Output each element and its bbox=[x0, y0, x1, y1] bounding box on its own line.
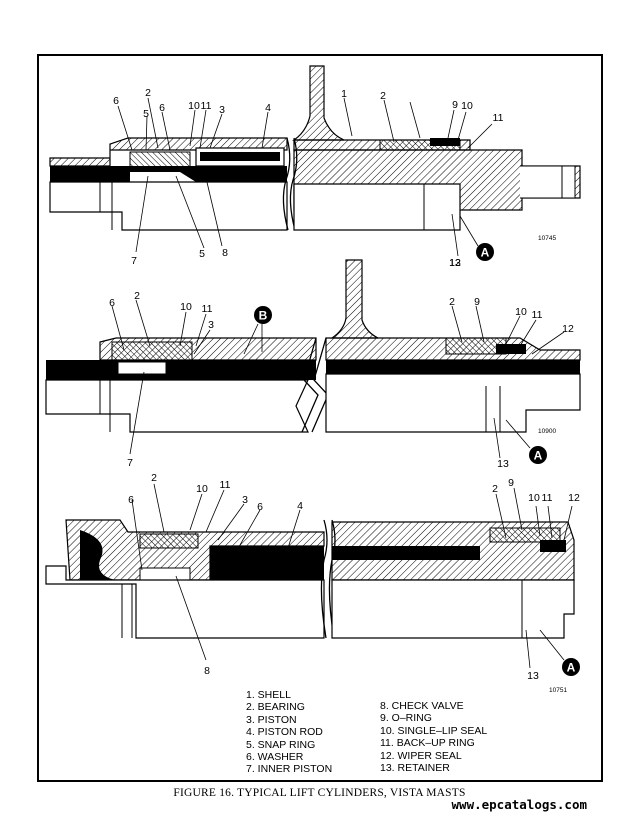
callout-1-3: 3 bbox=[219, 104, 225, 116]
callout-2-6: 6 bbox=[109, 297, 115, 309]
legend-item: 9. O–RING bbox=[380, 712, 432, 725]
callout-2-3: 3 bbox=[208, 319, 214, 331]
callout-1-9: 9 bbox=[452, 99, 458, 111]
callout-2-11: 11 bbox=[532, 309, 543, 321]
figure-caption: FIGURE 16. TYPICAL LIFT CYLINDERS, VISTA… bbox=[173, 787, 466, 799]
callout-1-11: 11 bbox=[201, 100, 212, 112]
legend-item: 10. SINGLE–LIP SEAL bbox=[380, 724, 488, 737]
callout-3-13: 13 bbox=[527, 670, 539, 682]
cyl2-body-left bbox=[45, 379, 309, 433]
legend-item: 11. BACK–UP RING bbox=[380, 737, 475, 750]
callout-1-8: 8 bbox=[222, 247, 228, 259]
callout-3-4: 4 bbox=[297, 500, 303, 512]
callout-3-2: 2 bbox=[151, 472, 157, 484]
cyl1-body-left bbox=[49, 181, 288, 231]
callout-3-9: 9 bbox=[508, 477, 514, 489]
watermark: www.epcatalogs.com bbox=[451, 797, 587, 812]
legend-item: 2. BEARING bbox=[246, 701, 305, 714]
callout-1-4: 4 bbox=[265, 102, 271, 114]
cyl2-circle-b bbox=[254, 306, 272, 324]
cyl3-circle-a bbox=[562, 658, 580, 676]
callout-3-12: 12 bbox=[568, 492, 580, 504]
cylinder-1 bbox=[49, 65, 581, 231]
callout-2-11: 11 bbox=[202, 303, 213, 315]
cyl1-mount-plate bbox=[292, 65, 345, 141]
legend-item: 12. WIPER SEAL bbox=[380, 749, 462, 762]
callout-1-6: 6 bbox=[113, 95, 119, 107]
cyl2-black-band-right bbox=[326, 360, 580, 374]
cyl2-black-band bbox=[46, 360, 316, 380]
callout-3-8: 8 bbox=[204, 665, 210, 677]
callout-1-10: 10 bbox=[188, 100, 200, 112]
leader-lines bbox=[111, 97, 573, 669]
cyl3-drawing-number: 10751 bbox=[549, 687, 567, 694]
legend-item: 8. CHECK VALVE bbox=[380, 700, 464, 712]
legend-right-column: 8. CHECK VALVE 9. O–RING 10. SINGLE–LIP … bbox=[380, 700, 487, 774]
legend-item: 4. PISTON ROD bbox=[246, 726, 323, 739]
legend-item: 3. PISTON bbox=[246, 713, 297, 726]
cyl2-circle-a-text: A bbox=[534, 449, 543, 463]
legend-left-column: 1. SHELL 2. BEARING 3. PISTON 4. PISTON … bbox=[246, 689, 332, 776]
cyl1-circle-a-text: A bbox=[481, 246, 490, 260]
figure-frame bbox=[37, 54, 603, 782]
callout-3-10: 10 bbox=[528, 492, 540, 504]
cyl2-circle-a bbox=[529, 446, 547, 464]
cyl1-body-right bbox=[293, 183, 461, 231]
cyl1-seal-block bbox=[129, 151, 191, 169]
cyl1-drawing-number: 10745 bbox=[538, 235, 556, 242]
callout-3-2: 2 bbox=[492, 483, 498, 495]
callout-2-13: 13 bbox=[497, 458, 509, 470]
callout-1-6: 6 bbox=[159, 102, 165, 114]
callout-2-7: 7 bbox=[127, 457, 133, 469]
cyl2-drawing-number: 10900 bbox=[538, 428, 556, 435]
callout-3-11: 11 bbox=[542, 492, 553, 504]
callout-3-6: 6 bbox=[128, 494, 134, 506]
callout-1-12: 12 bbox=[449, 257, 461, 269]
cyl2-body-right bbox=[325, 373, 581, 433]
cylinder-3 bbox=[45, 519, 575, 639]
legend-item: 6. WASHER bbox=[246, 751, 304, 764]
cyl1-black-band-left bbox=[50, 166, 287, 182]
cyl3-body-right bbox=[331, 579, 575, 639]
callout-2-12: 12 bbox=[562, 323, 574, 335]
callout-1-2: 2 bbox=[380, 90, 386, 102]
callout-1-10: 10 bbox=[461, 100, 473, 112]
callout-2-10: 10 bbox=[180, 301, 192, 313]
cyl1-circle-a bbox=[476, 243, 494, 261]
cyl2-mount-plate bbox=[330, 259, 379, 339]
callout-2-10: 10 bbox=[515, 306, 527, 318]
legend-item: 1. SHELL bbox=[246, 689, 291, 701]
legend-item: 5. SNAP RING bbox=[246, 738, 316, 751]
callout-2-2: 2 bbox=[134, 290, 140, 302]
callout-3-3: 3 bbox=[242, 494, 248, 506]
cyl3-circle-a-text: A bbox=[567, 661, 576, 675]
cyl3-black-band bbox=[210, 546, 324, 580]
callout-3-6: 6 bbox=[257, 501, 263, 513]
callout-1-5: 5 bbox=[199, 248, 205, 260]
callout-1-13: 13 bbox=[449, 257, 461, 269]
legend-item: 7. INNER PISTON bbox=[246, 763, 333, 776]
callout-3-10: 10 bbox=[196, 483, 208, 495]
callout-2-2: 2 bbox=[449, 296, 455, 308]
callout-1-1: 1 bbox=[341, 88, 347, 100]
cylinder-2 bbox=[45, 259, 581, 433]
callout-1-2: 2 bbox=[145, 87, 151, 99]
circle-labels: A B A A bbox=[254, 215, 580, 676]
cyl2-circle-b-text: B bbox=[259, 309, 268, 323]
legend-item: 13. RETAINER bbox=[380, 762, 450, 775]
callout-1-5: 5 bbox=[143, 108, 149, 120]
callout-1-7: 7 bbox=[131, 255, 137, 267]
callout-3-11: 11 bbox=[220, 479, 231, 491]
callout-2-9: 9 bbox=[474, 296, 480, 308]
callout-1-11: 11 bbox=[493, 112, 504, 124]
